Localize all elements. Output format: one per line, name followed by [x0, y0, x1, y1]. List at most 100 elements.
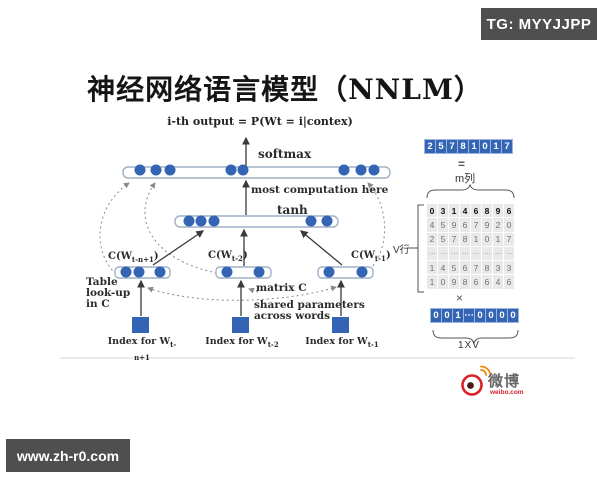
- tanh-layer-bar: [174, 215, 339, 228]
- neuron-dots: [120, 164, 380, 278]
- index-label-middle: Index for Wt-2: [205, 336, 279, 349]
- v-rows-label: V行: [393, 245, 410, 256]
- solid-arrows: [137, 136, 345, 316]
- embedding-bar-right: [317, 266, 374, 279]
- softmax-layer-bar: [122, 166, 391, 179]
- matrix-cell: 1: [427, 261, 437, 275]
- matrix-c-label: matrix C: [256, 282, 307, 294]
- embedding-label-middle: C(Wt-2): [208, 250, 248, 263]
- matrix-cell: 2: [427, 232, 437, 246]
- matrix-cell: 1: [471, 232, 481, 246]
- matrix-cell: 7: [449, 232, 459, 246]
- dashed-skip-connections: [99, 182, 386, 301]
- matrix-cell: ⋯: [427, 246, 437, 261]
- matrix-cell: 0: [438, 275, 448, 289]
- matrix-cell: 7: [471, 261, 481, 275]
- cell: ⋯: [464, 309, 474, 322]
- matrix-cell: ⋯: [449, 246, 459, 261]
- matrix-cell: 8: [482, 204, 492, 218]
- equals-sign: =: [458, 157, 466, 171]
- matrix-cell: 8: [482, 261, 492, 275]
- cell: 2: [425, 140, 435, 153]
- embedding-label-left: C(Wt-n+1): [108, 251, 159, 264]
- matrix-cell: 5: [449, 261, 459, 275]
- matrix-cell: 6: [460, 218, 470, 232]
- matrix-cell: 8: [460, 275, 470, 289]
- cell: 0: [497, 309, 507, 322]
- matrix-cell: 3: [504, 261, 514, 275]
- matrix-cell: 6: [460, 261, 470, 275]
- cell: 1: [469, 140, 479, 153]
- matrix-cell: 4: [493, 275, 503, 289]
- cell: 7: [447, 140, 457, 153]
- matrix-cell: 6: [504, 275, 514, 289]
- matrix-cell: 9: [482, 218, 492, 232]
- telegram-badge: TG: MYYJJPP: [481, 8, 597, 40]
- matrix-cell: 6: [482, 275, 492, 289]
- matrix-cell: 3: [493, 261, 503, 275]
- matrix-cell: 9: [449, 218, 459, 232]
- matrix-cell: 0: [427, 204, 437, 218]
- matrix-cell: 6: [471, 275, 481, 289]
- cell: 0: [475, 309, 485, 322]
- matrix-cell: ⋯: [471, 246, 481, 261]
- matrix-cell: ⋯: [438, 246, 448, 261]
- matrix-cell: ⋯: [493, 246, 503, 261]
- index-label-right: Index for Wt-1: [305, 336, 379, 349]
- matrix-cell: 4: [427, 218, 437, 232]
- cell: 5: [436, 140, 446, 153]
- cell: 8: [458, 140, 468, 153]
- matrix-cell: 1: [493, 232, 503, 246]
- cell: 0: [431, 309, 441, 322]
- softmax-label: softmax: [258, 147, 312, 161]
- matrix-cell: 0: [504, 218, 514, 232]
- matrix-cell: ⋯: [504, 246, 514, 261]
- tanh-label: tanh: [277, 203, 308, 217]
- matrix-cell: 9: [493, 204, 503, 218]
- matrix-cell: 6: [504, 204, 514, 218]
- cell: 0: [442, 309, 452, 322]
- embedding-label-right: C(Wt-1): [351, 250, 391, 263]
- matrix-cell: ⋯: [482, 246, 492, 261]
- cell: 0: [486, 309, 496, 322]
- weibo-domain: weibo.com: [490, 389, 524, 396]
- matrix-cell: 1: [449, 204, 459, 218]
- site-watermark-badge: www.zh-r0.com: [6, 439, 130, 472]
- cell: 1: [491, 140, 501, 153]
- m-columns-label: m列: [455, 173, 476, 185]
- embedding-bar-middle: [215, 266, 272, 279]
- v-rows-bracket: [417, 204, 424, 293]
- m-cols-brace: [426, 183, 515, 199]
- matrix-cell: 2: [493, 218, 503, 232]
- slide-title: 神经网络语言模型（NNLM）: [87, 73, 483, 106]
- table-lookup-label: Table look-up in C: [86, 276, 131, 310]
- matrix-cell: 1: [427, 275, 437, 289]
- weibo-wordmark: 微博: [488, 373, 521, 390]
- matrix-cell: 5: [438, 232, 448, 246]
- matrix-cell: 0: [482, 232, 492, 246]
- matrix-cell: 6: [471, 204, 481, 218]
- matrix-cell: 7: [504, 232, 514, 246]
- matrix-cell: 8: [460, 232, 470, 246]
- weibo-icon: [461, 365, 492, 396]
- cell: 0: [480, 140, 490, 153]
- matrix-cell: 7: [471, 218, 481, 232]
- cell: 0: [508, 309, 518, 322]
- matrix-cell: 4: [438, 261, 448, 275]
- onehot-dim-label: 1XV: [458, 340, 480, 351]
- matrix-cell: 3: [438, 204, 448, 218]
- cell: 1: [453, 309, 463, 322]
- most-computation-label: most computation here: [251, 184, 389, 196]
- matrix-cell: 4: [460, 204, 470, 218]
- matrix-row: ⋯⋯⋯⋯⋯⋯⋯⋯: [427, 246, 514, 261]
- cell: 7: [502, 140, 512, 153]
